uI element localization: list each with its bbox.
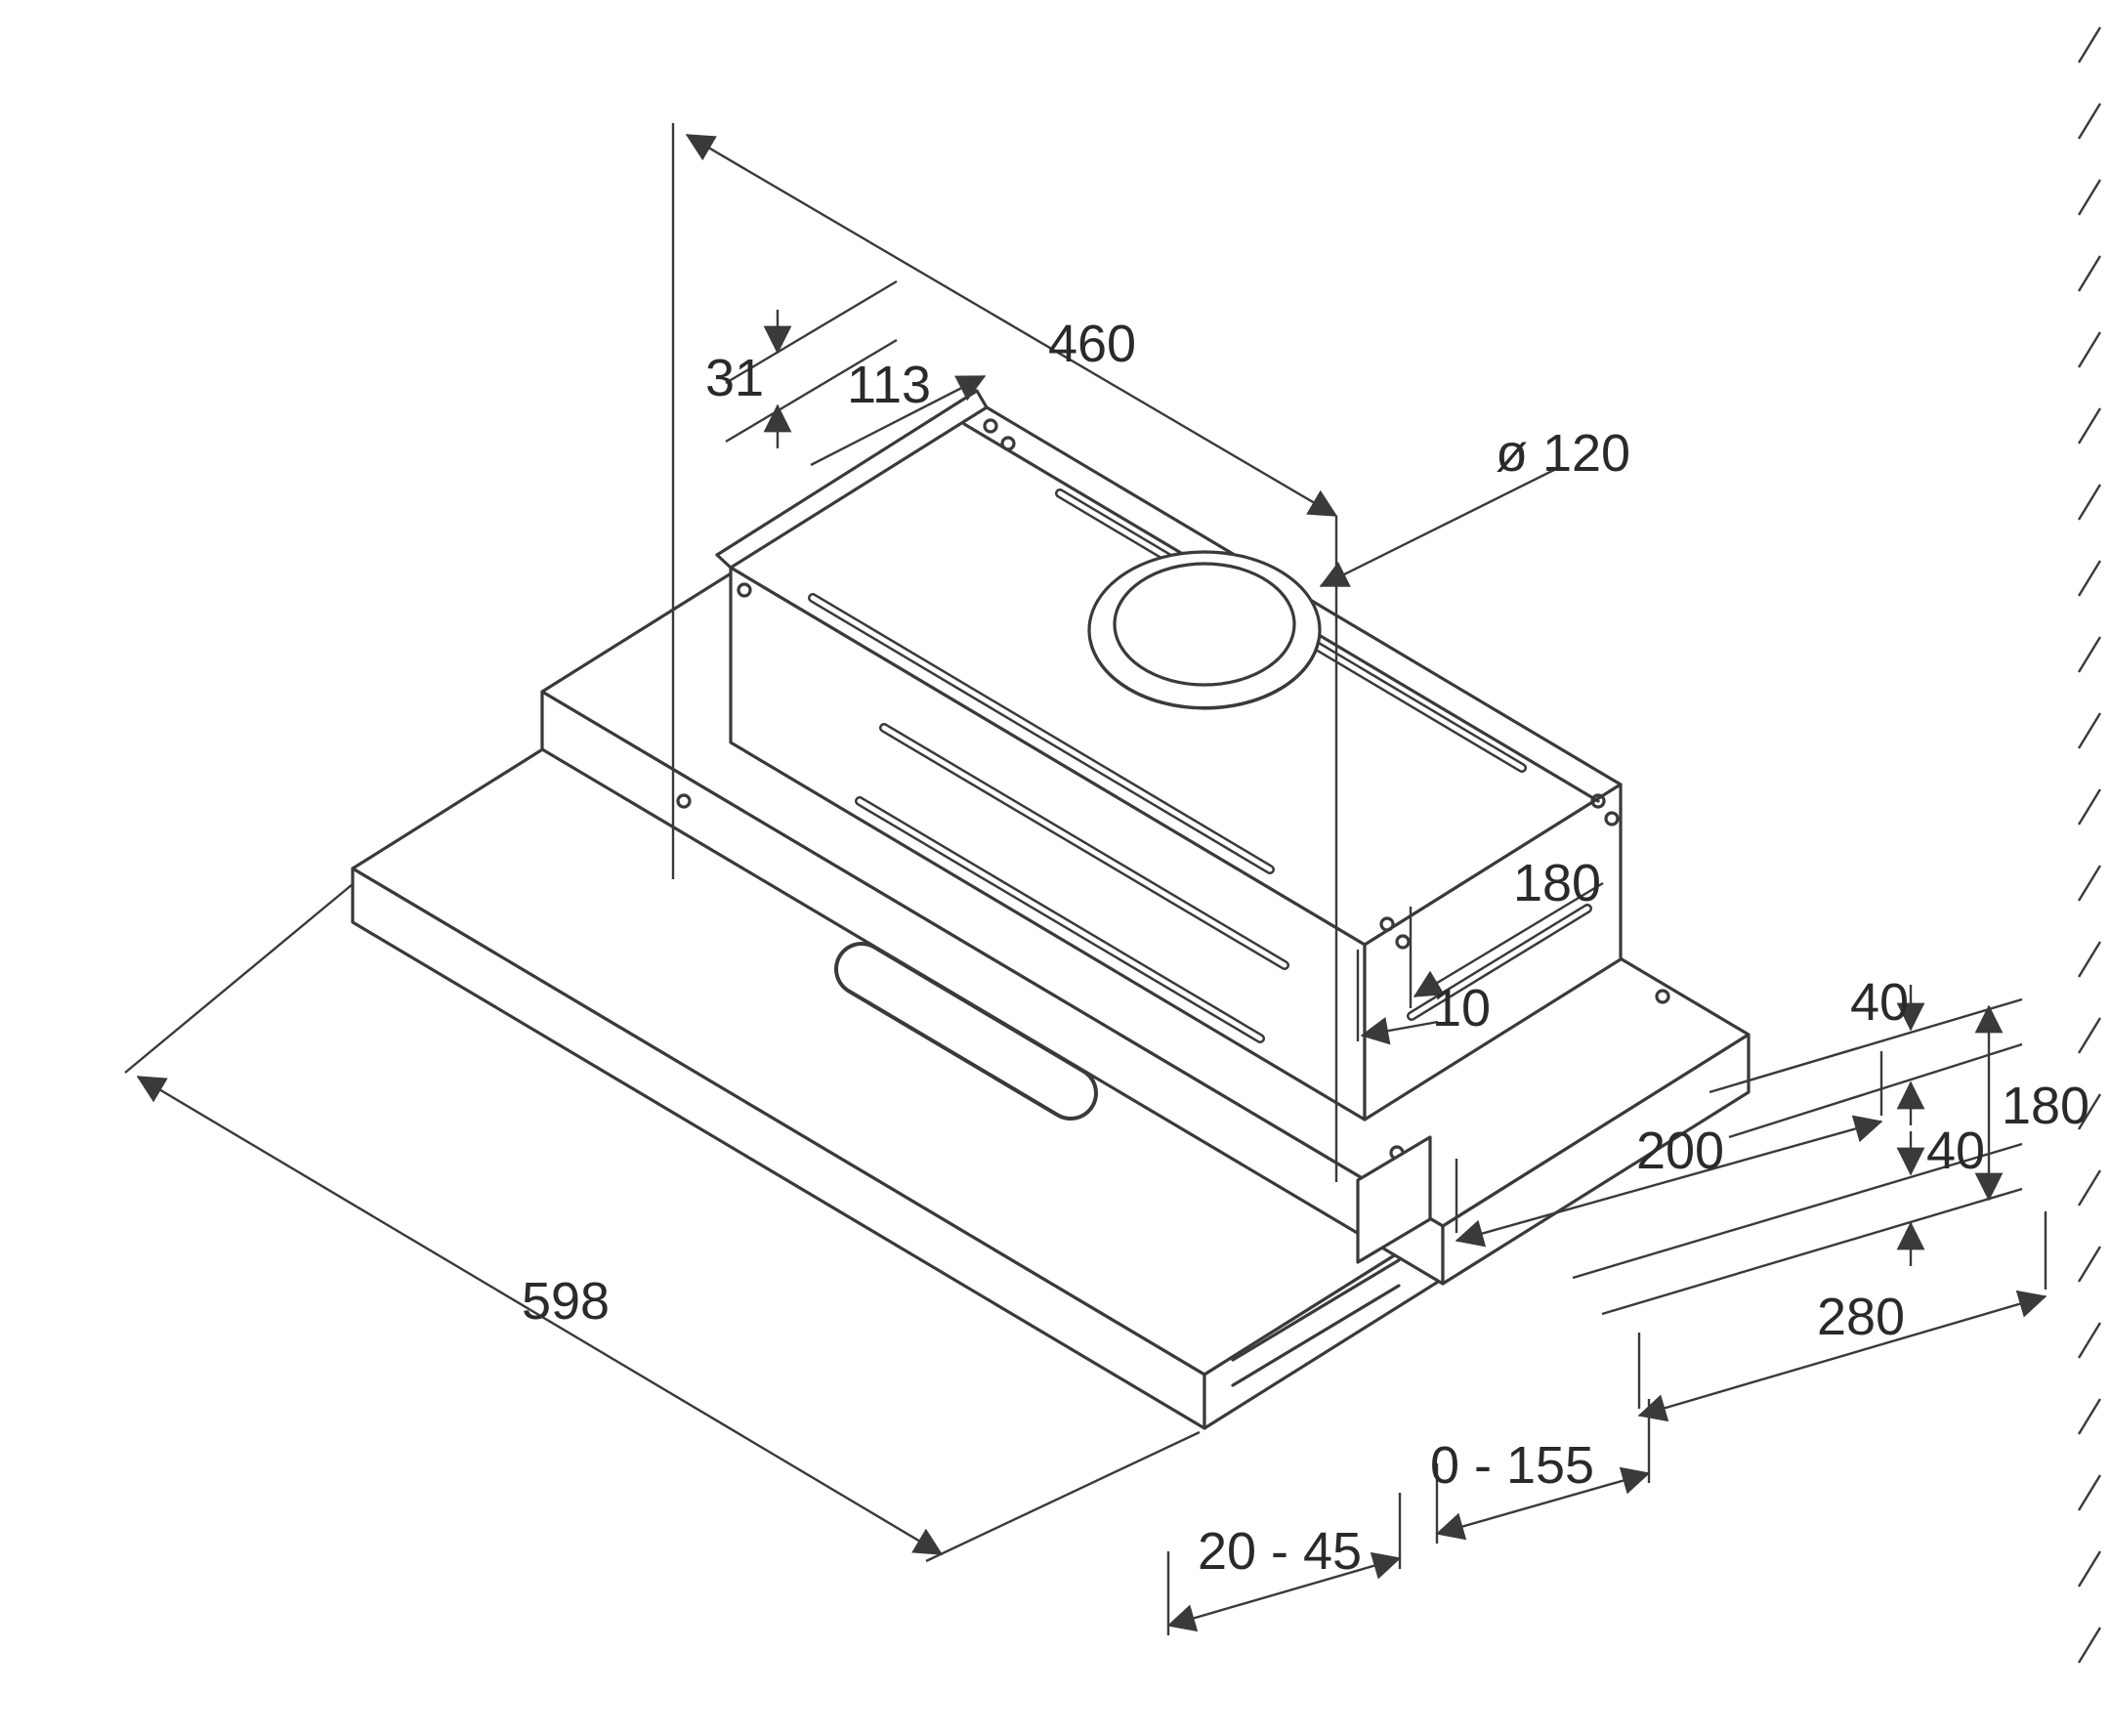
rear-flange-connector <box>975 389 989 409</box>
dim-line-113 <box>810 374 987 467</box>
dim-label-20-45: 20 - 45 <box>1198 1522 1362 1581</box>
body-group <box>715 389 1623 1122</box>
page-edge-ticks <box>2077 26 2102 1664</box>
dim-label-10: 10 <box>1432 979 1491 1037</box>
vent-slot <box>881 725 1287 968</box>
dim-line-280 <box>1637 1290 2047 1422</box>
dim-label-40-bottom: 40 <box>1926 1122 1985 1180</box>
vent-slot <box>1409 906 1590 1019</box>
dim-label-460: 460 <box>1048 315 1136 373</box>
screw-hole <box>1379 916 1395 932</box>
slide-rail-line <box>1231 1258 1401 1362</box>
ext-line-height-top <box>1709 997 2023 1094</box>
ext-line-598-left <box>124 883 354 1074</box>
duct-collar <box>1088 638 1321 710</box>
dim-line-460 <box>685 133 1338 518</box>
dim-label-280: 280 <box>1817 1288 1905 1346</box>
screw-hole <box>1604 811 1620 826</box>
dim-line-0-155 <box>1435 1466 1651 1541</box>
screw-hole <box>1655 989 1670 1004</box>
dimension-lines <box>124 123 2047 1635</box>
vent-slot <box>810 595 1273 872</box>
slide-rail-group <box>1231 1135 1432 1387</box>
dim-line-200 <box>1455 1115 1883 1248</box>
dim-line-598 <box>136 1075 944 1556</box>
vent-slot <box>857 798 1263 1041</box>
dim-line-180-duct <box>1413 881 1604 998</box>
screw-hole <box>737 582 752 598</box>
ext-line-31-upper <box>725 279 898 385</box>
duct-inner-rim <box>1113 562 1296 687</box>
screw-hole <box>1395 934 1411 950</box>
ext-line-31-lower <box>725 338 898 444</box>
dim-label-duct-diameter: ø 120 <box>1496 424 1630 483</box>
dim-label-180-height: 180 <box>2002 1077 2089 1135</box>
screw-hole <box>1590 793 1606 809</box>
dim-label-40-top: 40 <box>1850 973 1909 1032</box>
body-right-face <box>1363 783 1623 1122</box>
ext-line-598-right <box>925 1430 1201 1563</box>
dim-label-180-duct: 180 <box>1513 854 1601 912</box>
rear-flange-connector <box>715 553 733 570</box>
slide-rail-block <box>1356 1135 1432 1264</box>
dim-label-31: 31 <box>705 349 764 407</box>
dimension-labels: 460 31 113 ø 120 180 10 40 180 40 200 28… <box>522 315 2089 1581</box>
dim-label-598: 598 <box>522 1272 610 1331</box>
leader-line-120 <box>1319 465 1561 588</box>
slide-rail-line <box>1231 1284 1401 1387</box>
dim-line-20-45 <box>1166 1551 1402 1632</box>
dim-label-0-155: 0 - 155 <box>1430 1436 1594 1495</box>
dim-label-113: 113 <box>847 356 931 414</box>
visor-handle-recess <box>838 946 1094 1117</box>
screw-hole <box>676 793 692 809</box>
dim-line-10 <box>1360 1016 1439 1045</box>
dim-label-200: 200 <box>1636 1122 1724 1180</box>
